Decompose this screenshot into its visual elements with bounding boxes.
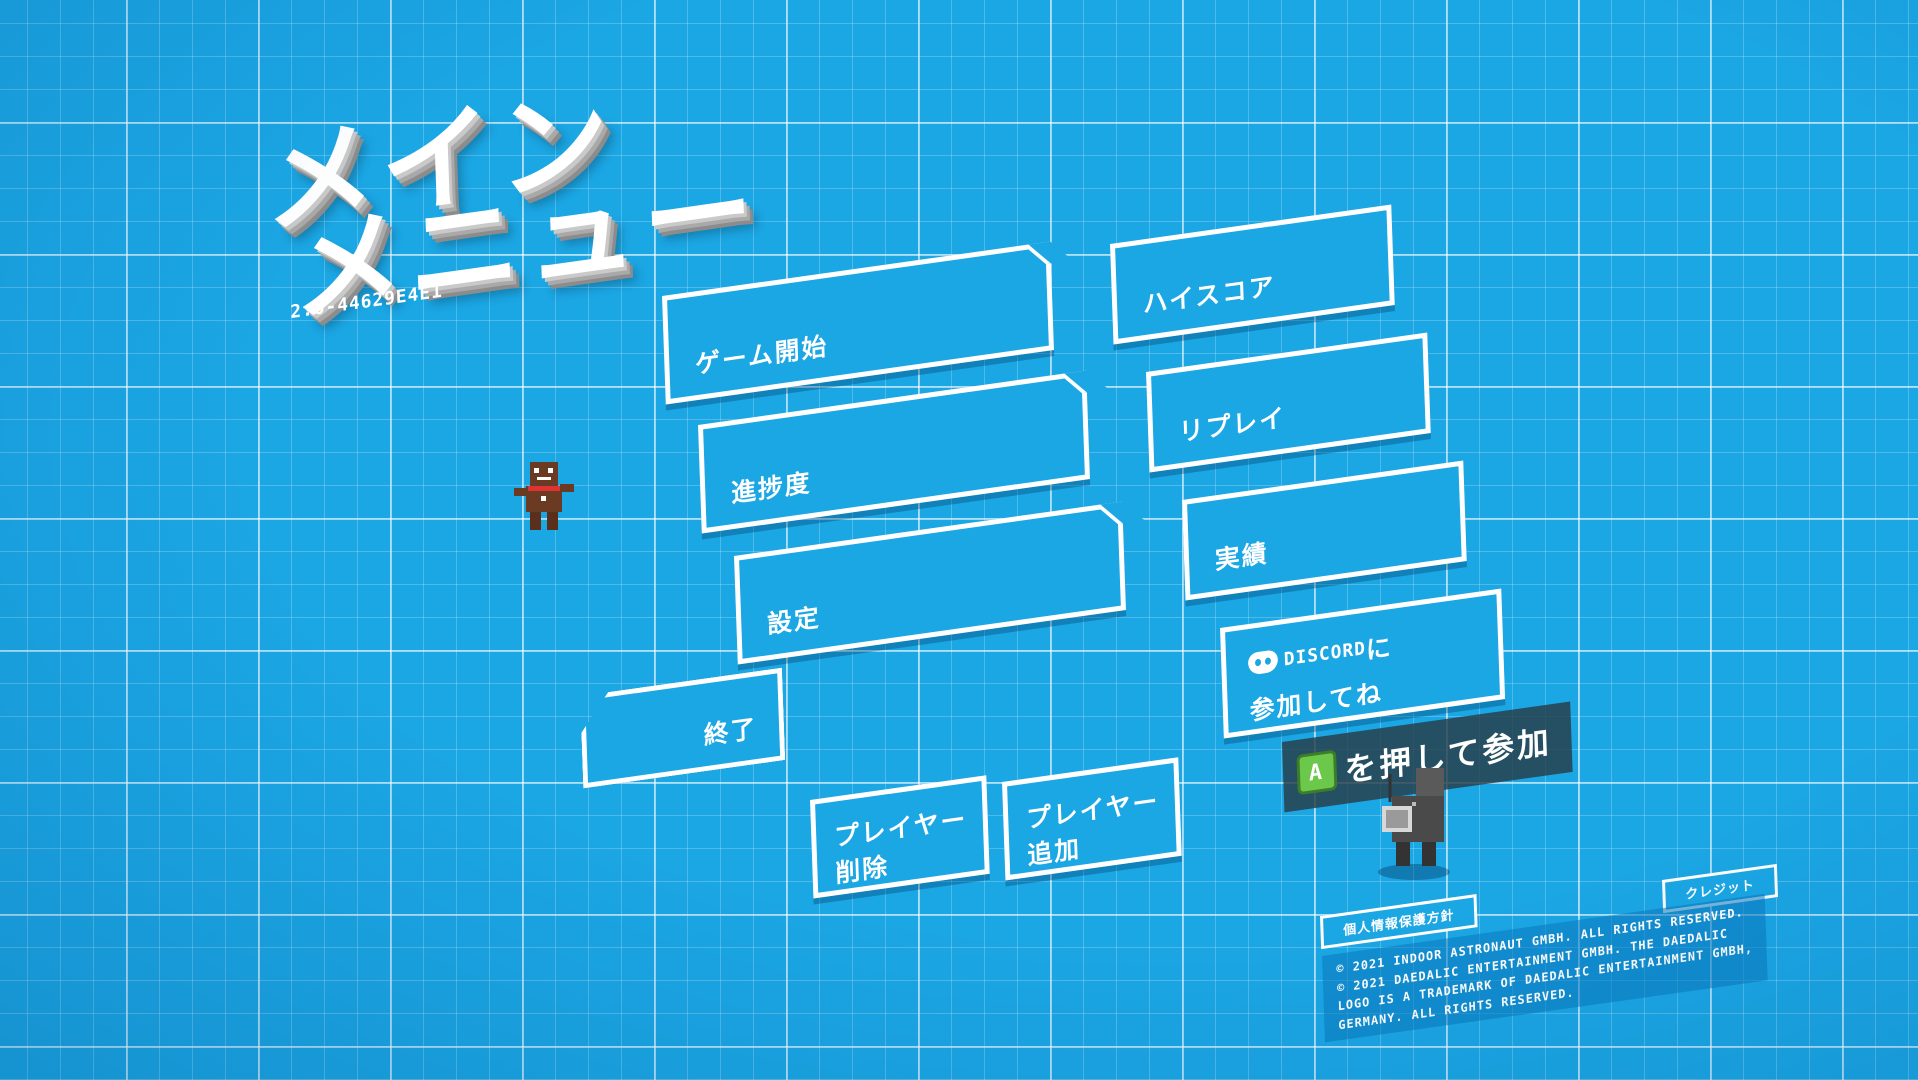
- discord-line-2: 参加してね: [1249, 677, 1384, 726]
- achievements-label: 実績: [1214, 538, 1269, 576]
- remove-player-line-1: プレイヤー: [833, 804, 968, 853]
- quit-button[interactable]: 終了: [580, 668, 785, 789]
- settings-label: 設定: [766, 602, 822, 640]
- highscore-label: ハイスコア: [1142, 271, 1276, 320]
- add-player-line-1: プレイヤー: [1025, 786, 1160, 835]
- progress-label: 進捗度: [730, 467, 812, 509]
- gingerbread-character: [514, 462, 574, 530]
- start-game-label: ゲーム開始: [694, 331, 829, 380]
- discord-suffix: に: [1365, 632, 1394, 665]
- settings-button[interactable]: 設定: [734, 501, 1126, 665]
- discord-icon: [1247, 649, 1279, 676]
- a-button-icon: A: [1296, 749, 1338, 796]
- replay-button[interactable]: リプレイ: [1146, 332, 1431, 473]
- replay-label: リプレイ: [1178, 402, 1287, 448]
- discord-logo: DISCORD: [1247, 637, 1367, 676]
- highscore-button[interactable]: ハイスコア: [1110, 204, 1395, 345]
- robot-character: [1378, 768, 1450, 880]
- add-player-label: プレイヤー 追加: [1026, 783, 1162, 875]
- remove-player-label: プレイヤー 削除: [834, 801, 970, 893]
- remove-player-button[interactable]: プレイヤー 削除: [810, 775, 990, 899]
- add-player-line-2: 追加: [1026, 833, 1082, 871]
- discord-brand: DISCORD: [1283, 637, 1367, 670]
- quit-label: 終了: [703, 713, 758, 751]
- add-player-button[interactable]: プレイヤー 追加: [1002, 757, 1182, 881]
- remove-player-line-2: 削除: [834, 851, 890, 889]
- achievements-button[interactable]: 実績: [1182, 460, 1467, 601]
- progress-button[interactable]: 進捗度: [698, 370, 1090, 534]
